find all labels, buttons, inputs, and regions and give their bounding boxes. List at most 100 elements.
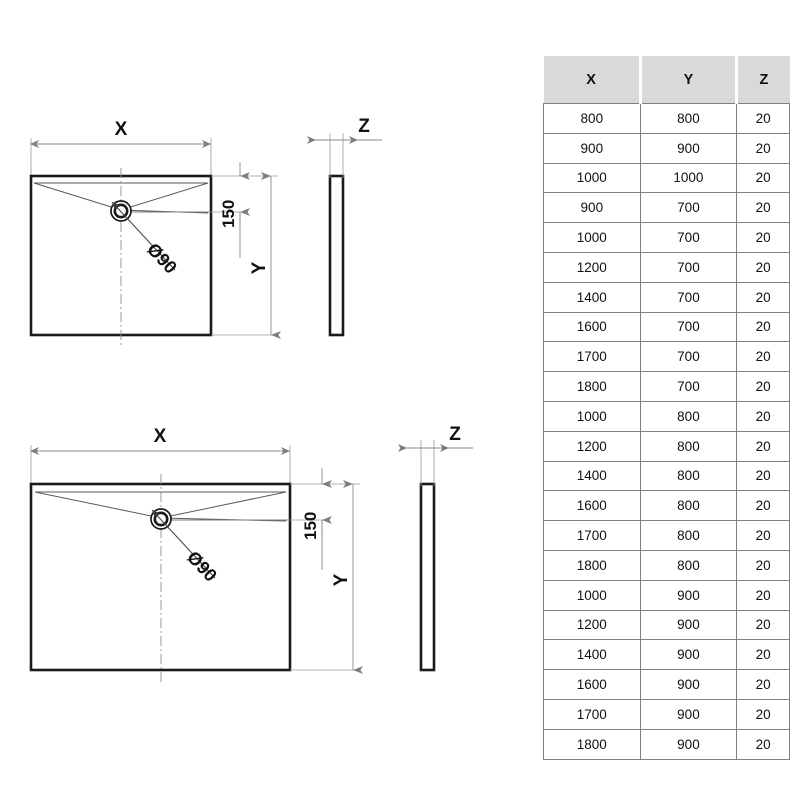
table-cell: 1000 — [640, 162, 738, 193]
tray-side-outline-rect — [419, 482, 436, 672]
table-cell: 20 — [736, 430, 790, 462]
table-cell: 20 — [736, 728, 790, 760]
table-cell: 800 — [640, 460, 738, 491]
table-header-row: X Y Z — [543, 56, 790, 104]
table-cell: 1200 — [543, 251, 641, 283]
table-cell: 20 — [736, 460, 790, 491]
drawing-svg: X — [29, 116, 473, 682]
table-cell: 700 — [640, 311, 738, 342]
table-cell: 800 — [640, 549, 738, 581]
table-cell: 20 — [736, 490, 790, 521]
table-cell: 800 — [640, 490, 738, 521]
view-top-rect: X Ø90 — [29, 426, 363, 682]
table-cell: 1600 — [543, 490, 641, 521]
table-cell: 700 — [640, 192, 738, 223]
table-cell: 800 — [543, 103, 641, 134]
leader-diameter-square — [111, 201, 176, 271]
table-cell: 900 — [543, 132, 641, 164]
table-cell: 20 — [736, 669, 790, 700]
table-cell: 1000 — [543, 222, 641, 253]
table-cell: 20 — [736, 222, 790, 253]
table-cell: 900 — [640, 639, 738, 670]
table-cell: 1400 — [543, 281, 641, 313]
table-cell: 1700 — [543, 698, 641, 730]
table-cell: 1000 — [543, 400, 641, 432]
dim-150-label-top: 150 — [219, 200, 238, 228]
column-header-y: Y — [638, 56, 737, 104]
table-cell: 20 — [736, 520, 790, 551]
table-cell: 20 — [736, 639, 790, 670]
dim-y-label-top: Y — [249, 261, 270, 274]
table-cell: 1800 — [543, 549, 641, 581]
dim-x-label-top: X — [115, 119, 128, 140]
table-cell: 20 — [736, 192, 790, 223]
dim-y-label-bottom: Y — [331, 573, 352, 586]
table-cell: 1700 — [543, 341, 641, 372]
table-cell: 900 — [640, 669, 738, 700]
view-side-square: Z — [307, 116, 382, 337]
dim-x-label-bottom: X — [154, 426, 167, 447]
table-cell: 20 — [736, 609, 790, 640]
table-cell: 900 — [640, 579, 738, 611]
table-cell: 1800 — [543, 371, 641, 402]
leader-diameter-rect — [151, 509, 216, 579]
slope-lines-rect — [34, 491, 287, 522]
table-cell: 20 — [736, 103, 790, 134]
column-header-x: X — [543, 56, 641, 104]
table-cell: 20 — [736, 341, 790, 372]
table-cell: 1600 — [543, 669, 641, 700]
table-cell: 1400 — [543, 460, 641, 491]
table-cell: 900 — [543, 192, 641, 223]
table-cell: 20 — [736, 400, 790, 432]
table-cell: 800 — [640, 430, 738, 462]
table-cell: 900 — [640, 728, 738, 760]
table-cell: 1800 — [543, 728, 641, 760]
dim-z-label-bottom: Z — [449, 424, 461, 445]
table-cell: 800 — [640, 400, 738, 432]
table-cell: 900 — [640, 132, 738, 164]
table-cell: 900 — [640, 698, 738, 730]
tray-side-outline-square — [328, 174, 345, 337]
table-cell: 20 — [736, 162, 790, 193]
table-cell: 20 — [736, 132, 790, 164]
table-cell: 1000 — [543, 579, 641, 611]
table-cell: 20 — [736, 281, 790, 313]
table-cell: 1700 — [543, 520, 641, 551]
table-cell: 700 — [640, 251, 738, 283]
table-cell: 20 — [736, 579, 790, 611]
table-cell: 800 — [640, 103, 738, 134]
column-header-z: Z — [735, 56, 790, 104]
table-cell: 700 — [640, 281, 738, 313]
table-cell: 20 — [736, 371, 790, 402]
table-cell: 700 — [640, 341, 738, 372]
table-cell: 1600 — [543, 311, 641, 342]
table-cell: 700 — [640, 222, 738, 253]
table-cell: 1400 — [543, 639, 641, 670]
table-cell: 1000 — [543, 162, 641, 193]
table-cell: 900 — [640, 609, 738, 640]
view-top-square: X — [29, 119, 281, 345]
table-cell: 1200 — [543, 430, 641, 462]
dim-150-label-bottom: 150 — [301, 512, 320, 540]
table-cell: 800 — [640, 520, 738, 551]
